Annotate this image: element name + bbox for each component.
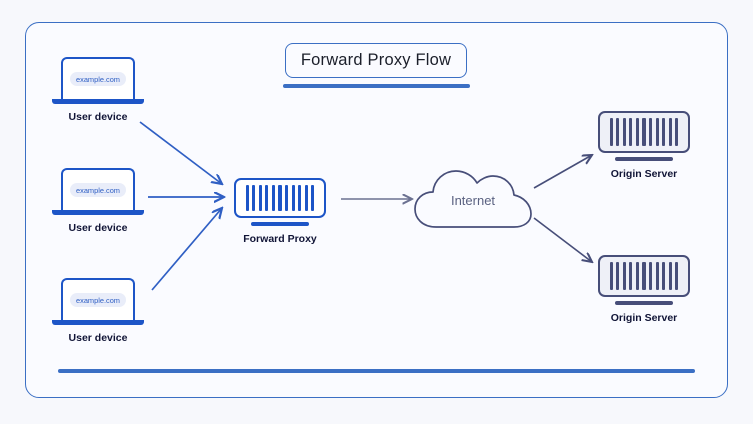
node-label: Origin Server [610, 312, 678, 324]
bottom-rule [58, 369, 695, 373]
rack-bar [635, 262, 640, 290]
node-user-device-2[interactable]: example.com User device [52, 168, 144, 234]
node-forward-proxy[interactable]: Forward Proxy [234, 178, 326, 245]
rack-body [598, 255, 690, 297]
rack-bar [278, 185, 282, 211]
laptop-screen: example.com [61, 278, 135, 320]
laptop-screen: example.com [61, 57, 135, 99]
node-label: User device [68, 332, 128, 344]
rack-bar [284, 185, 289, 211]
rack-bar [648, 118, 653, 146]
rack-bar [271, 185, 276, 211]
node-label: User device [68, 111, 128, 123]
node-label: Origin Server [610, 168, 678, 180]
rack-bar [629, 118, 633, 146]
rack-bar [655, 262, 659, 290]
example-domain-pill: example.com [70, 72, 126, 86]
rack-bar [616, 262, 620, 290]
rack-bar [311, 185, 315, 211]
title-underline [283, 84, 470, 88]
rack-foot [251, 222, 309, 226]
laptop-icon: example.com [52, 168, 144, 215]
rack-bar [675, 262, 679, 290]
rack-bar [622, 262, 626, 290]
rack-bar [252, 185, 256, 211]
rack-body [234, 178, 326, 218]
arrow-device3-to-proxy [151, 208, 222, 291]
rack-bar [291, 185, 295, 211]
rack-bar [675, 118, 679, 146]
rack-bar [668, 118, 672, 146]
server-rack-icon [598, 255, 690, 305]
laptop-base [52, 99, 144, 104]
rack-bar [616, 118, 620, 146]
node-internet[interactable]: Internet [412, 161, 534, 239]
rack-bar [609, 118, 613, 146]
arrow-internet-to-origin2 [533, 217, 592, 262]
laptop-base [52, 320, 144, 325]
rack-bar [662, 118, 666, 146]
diagram-title-box: Forward Proxy Flow [285, 43, 467, 78]
server-rack-icon [598, 111, 690, 161]
rack-bar [622, 118, 626, 146]
rack-foot [615, 157, 673, 161]
laptop-screen: example.com [61, 168, 135, 210]
rack-bar [245, 185, 249, 211]
node-label: Forward Proxy [243, 233, 317, 245]
node-origin-server-2[interactable]: Origin Server [598, 255, 690, 324]
rack-bar [648, 262, 653, 290]
rack-bar [635, 118, 640, 146]
laptop-icon: example.com [52, 57, 144, 104]
rack-bar [258, 185, 262, 211]
rack-bar [304, 185, 308, 211]
rack-bar [642, 262, 646, 290]
rack-foot [615, 301, 673, 305]
rack-bar [655, 118, 659, 146]
rack-bar [609, 262, 613, 290]
rack-body [598, 111, 690, 153]
example-domain-pill: example.com [70, 183, 126, 197]
rack-bar [298, 185, 302, 211]
node-label: User device [68, 222, 128, 234]
rack-bar [265, 185, 269, 211]
arrow-device1-to-proxy [139, 121, 222, 184]
arrow-internet-to-origin1 [533, 155, 592, 189]
rack-bar [642, 118, 646, 146]
node-user-device-1[interactable]: example.com User device [52, 57, 144, 123]
laptop-icon: example.com [52, 278, 144, 325]
server-rack-icon [234, 178, 326, 226]
node-user-device-3[interactable]: example.com User device [52, 278, 144, 344]
rack-bar [668, 262, 672, 290]
page-title: Forward Proxy Flow [300, 51, 452, 69]
laptop-base [52, 210, 144, 215]
node-origin-server-1[interactable]: Origin Server [598, 111, 690, 180]
cloud-icon [414, 170, 532, 228]
rack-bar [662, 262, 666, 290]
rack-bar [629, 262, 633, 290]
example-domain-pill: example.com [70, 293, 126, 307]
